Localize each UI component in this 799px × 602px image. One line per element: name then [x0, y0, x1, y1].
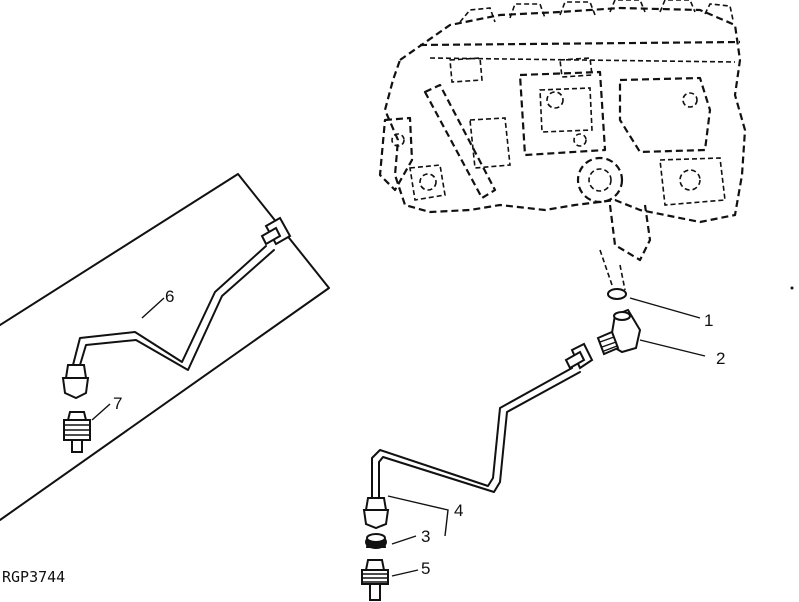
stray-dot — [790, 286, 794, 290]
inset-injection-line-part-6 — [61, 216, 292, 400]
nut-part-3 — [365, 533, 387, 549]
callout-3: 3 — [421, 527, 430, 546]
elbow-fitting-part-2 — [596, 308, 642, 356]
inset-connector-part-7 — [63, 411, 91, 453]
callout-2: 2 — [716, 349, 725, 368]
leader-lines — [91, 297, 706, 577]
callout-1: 1 — [704, 311, 713, 330]
o-ring-part-1 — [607, 288, 627, 300]
callout-5: 5 — [421, 559, 430, 578]
injection-line-part-4 — [362, 342, 594, 530]
injection-pump — [378, 0, 747, 291]
callout-6: 6 — [165, 287, 174, 306]
figure-id: RGP3744 — [2, 568, 65, 586]
callout-4: 4 — [454, 501, 463, 520]
callout-7: 7 — [113, 394, 122, 413]
connector-part-5 — [361, 559, 389, 601]
